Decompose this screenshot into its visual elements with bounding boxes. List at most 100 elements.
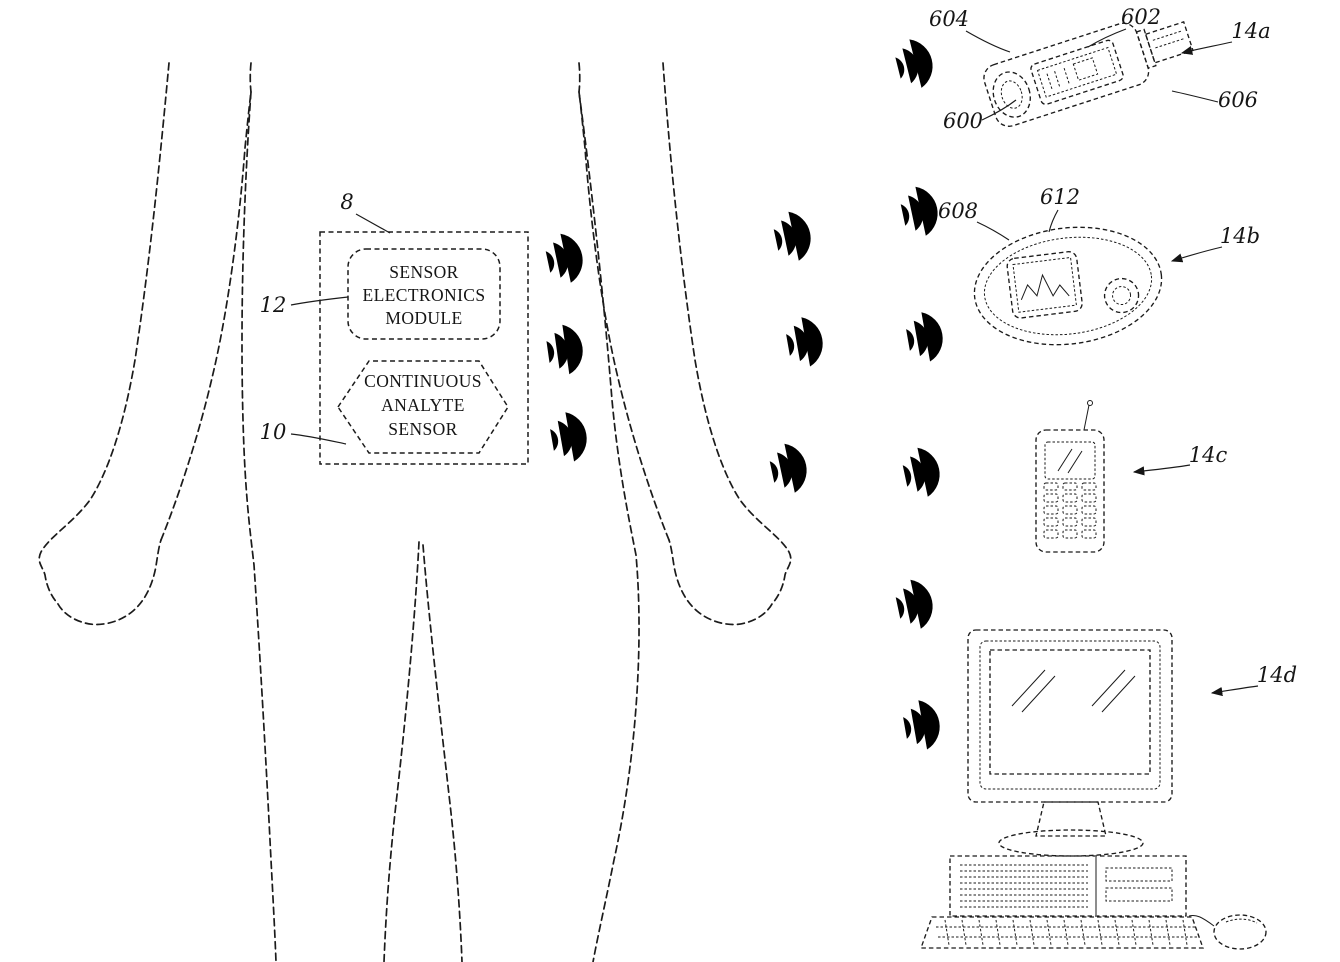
phone-key	[1081, 529, 1097, 539]
receiver-button-inner	[1112, 286, 1132, 306]
leader-line-606	[1171, 90, 1219, 103]
sensor-text-line-1: CONTINUOUS	[364, 371, 482, 391]
monitor-screen	[989, 649, 1151, 775]
body-left-arm	[38, 62, 170, 626]
phone-key	[1062, 529, 1078, 539]
dongle-clip-ring	[992, 71, 1031, 118]
ref-label-14d: 14d	[1257, 663, 1297, 687]
rf-signal-icon	[542, 230, 588, 287]
phone-key	[1081, 493, 1097, 503]
body-inner-left-leg	[383, 541, 420, 962]
phone-screen-shine	[1057, 448, 1083, 474]
rf-signal-icon	[892, 576, 938, 633]
receiver-screen-bezel	[1006, 251, 1083, 319]
sensor-text-line-3: SENSOR	[388, 419, 458, 439]
ref-label-14c: 14c	[1189, 443, 1228, 467]
phone-antenna	[1083, 404, 1090, 431]
leader-line-8	[355, 213, 391, 234]
leader-line-608	[976, 221, 1010, 241]
rf-signal-icon	[783, 314, 827, 370]
ref-label-10: 10	[260, 420, 287, 444]
case-vent-louvers	[960, 864, 1088, 908]
phone-keypad	[1043, 482, 1097, 539]
keyboard-keys	[944, 919, 1188, 946]
rf-signal-icon	[903, 309, 947, 365]
rf-signal-icon	[900, 697, 944, 753]
rf-signal-icon	[897, 183, 943, 240]
phone-key	[1062, 505, 1078, 515]
arrow-line-14c	[1132, 464, 1191, 476]
module-text-line-3: MODULE	[385, 308, 462, 328]
monitor-base	[998, 829, 1144, 857]
phone-key	[1043, 482, 1059, 491]
leader-line-12	[290, 296, 349, 306]
receiver-button	[1103, 277, 1140, 314]
rf-signal-icon	[766, 440, 812, 497]
keyboard	[920, 916, 1204, 949]
arrow-line-14d	[1210, 685, 1259, 697]
leader-line-602	[1087, 28, 1127, 48]
rf-signal-icon	[899, 444, 945, 501]
rf-signals	[542, 35, 947, 753]
phone-key	[1043, 517, 1059, 527]
leader-line-604	[965, 30, 1011, 53]
leader-line-612	[1048, 209, 1059, 233]
body-right-arm	[662, 62, 792, 626]
sensor-system-box	[319, 231, 529, 465]
ref-label-12: 12	[260, 293, 287, 317]
dongle-display-bezel	[1030, 39, 1124, 105]
module-text-line-1: SENSOR	[389, 262, 459, 282]
mouse-button-line	[1225, 918, 1258, 924]
rf-signal-icon	[891, 35, 938, 93]
phone-key	[1081, 517, 1097, 527]
phone-screen	[1044, 441, 1096, 480]
keyboard-rows	[936, 926, 1199, 938]
ref-label-612: 612	[1040, 185, 1080, 209]
body-outline	[38, 62, 792, 962]
mouse-cable	[1188, 914, 1215, 927]
body-right-inner-arm	[578, 91, 670, 541]
ref-label-14a: 14a	[1231, 19, 1270, 43]
drive-bay-2	[1105, 887, 1173, 902]
phone-antenna-tip	[1087, 400, 1093, 406]
body-left-side	[241, 91, 277, 962]
phone-key	[1081, 505, 1097, 515]
sensor-electronics-module-shape	[347, 248, 501, 340]
receiver-waveform	[1020, 273, 1070, 300]
receiver-screen	[1012, 256, 1077, 313]
leader-line-600	[981, 99, 1017, 121]
dongle-display	[1036, 46, 1118, 98]
phone-key	[1062, 493, 1078, 503]
monitor-frame	[967, 629, 1173, 803]
sensor-text-line-2: ANALYTE	[381, 395, 465, 415]
desktop-computer-device: 14d	[920, 629, 1297, 950]
ref-label-14b: 14b	[1220, 224, 1260, 248]
ref-label-600: 600	[943, 109, 983, 133]
dongle-body	[983, 22, 1150, 127]
module-text-line-2: ELECTRONICS	[362, 285, 485, 305]
body-inner-right-leg	[422, 544, 463, 962]
dongle-usb-contacts	[1152, 30, 1185, 49]
body-left-neck	[249, 62, 252, 93]
receiver-housing-inner	[983, 236, 1153, 336]
mouse	[1213, 914, 1267, 950]
continuous-analyte-sensor-shape	[337, 360, 509, 454]
phone-key	[1081, 482, 1097, 491]
ref-label-602: 602	[1121, 5, 1161, 29]
ref-label-608: 608	[938, 199, 978, 223]
body-right-neck	[578, 62, 581, 93]
body-right-side	[578, 91, 640, 962]
rf-signal-icon	[770, 208, 816, 265]
dongle-display-digits	[1046, 67, 1070, 90]
drive-bay-1	[1105, 867, 1173, 882]
mobile-phone-device: 14c	[1035, 400, 1228, 553]
dongle-display-graph	[1072, 57, 1099, 81]
phone-key	[1062, 517, 1078, 527]
body-left-inner-arm	[160, 91, 252, 541]
phone-key	[1043, 505, 1059, 515]
receiver-housing	[973, 226, 1163, 346]
phone-key	[1062, 482, 1078, 491]
dongle-usb-connector	[1144, 21, 1194, 64]
